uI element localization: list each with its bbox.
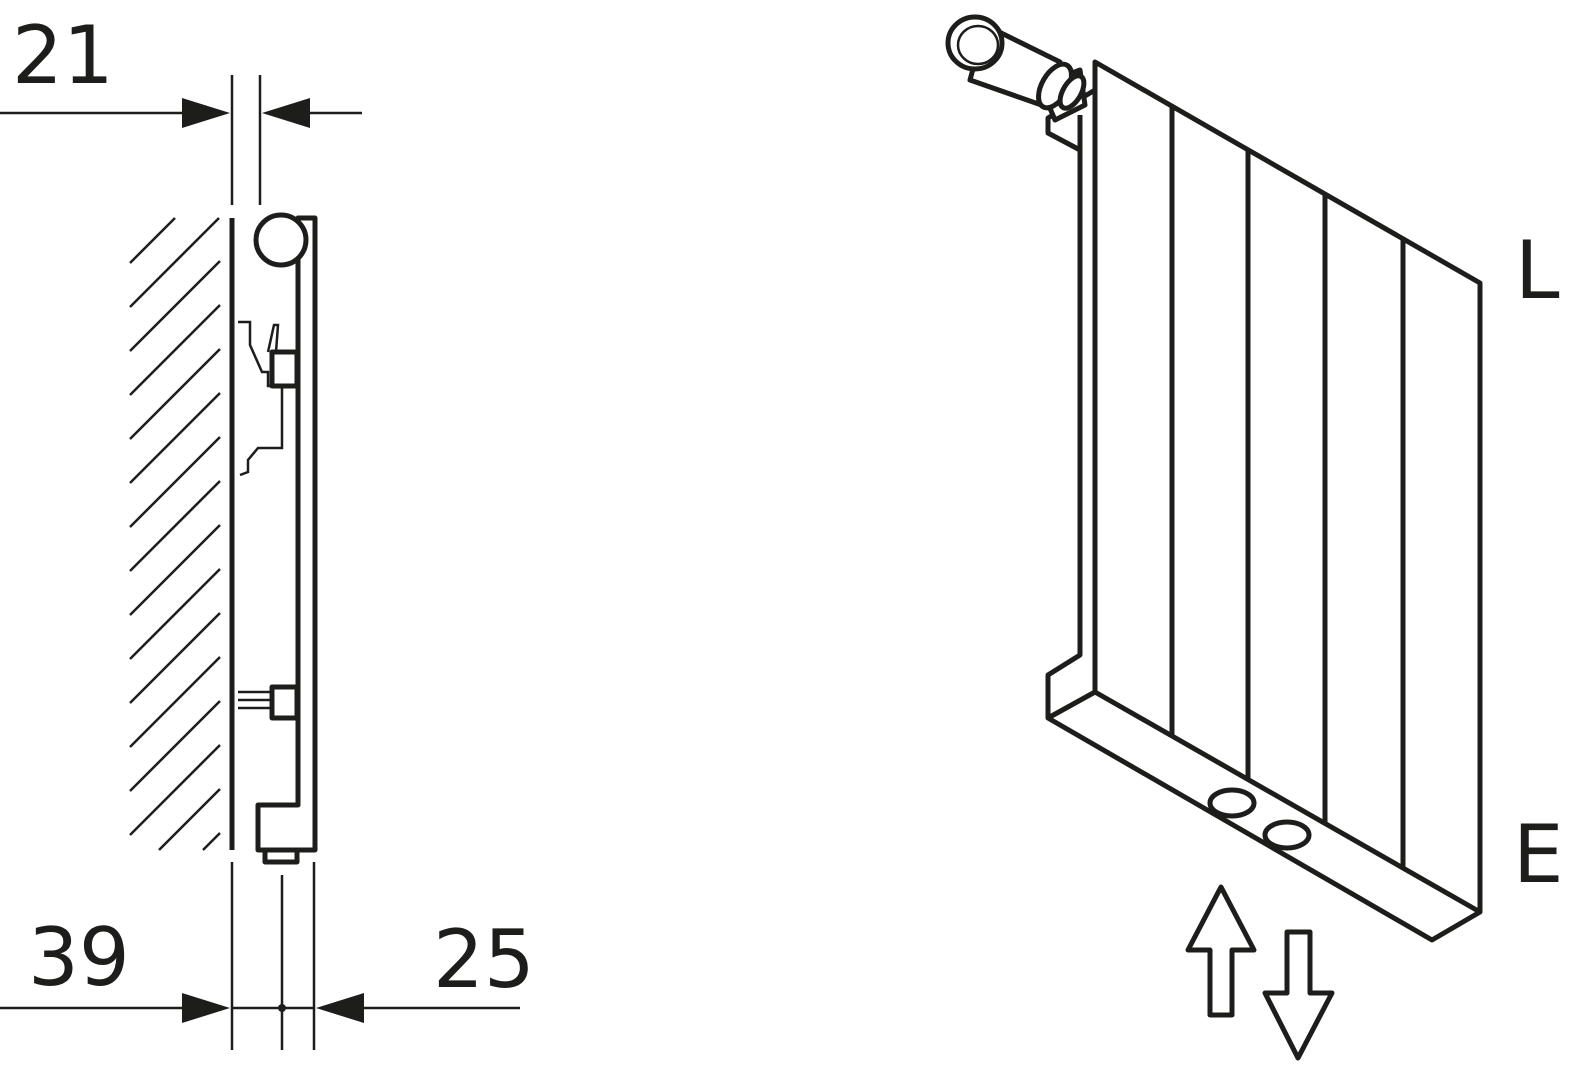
hatch-line bbox=[129, 744, 221, 836]
arrow-right-icon bbox=[182, 98, 230, 128]
pipe-circle bbox=[253, 212, 309, 268]
front-panel bbox=[1092, 59, 1483, 915]
bracket-bottom bbox=[269, 684, 300, 721]
hatch-line bbox=[129, 568, 221, 660]
hatch-line bbox=[158, 788, 221, 851]
arrow-down-icon bbox=[1262, 929, 1335, 1061]
hatch-line bbox=[129, 656, 221, 748]
dimension-label-39: 39 bbox=[28, 911, 130, 1004]
arrow-up-icon bbox=[1185, 884, 1257, 1018]
hatch-line bbox=[202, 832, 221, 851]
hatch-line bbox=[129, 524, 221, 616]
iso-view: L E bbox=[945, 14, 1564, 1061]
panel-dividers bbox=[1169, 106, 1406, 869]
hatch-line bbox=[129, 217, 176, 264]
dimension-label-21: 21 bbox=[12, 9, 114, 102]
side-view: 21 bbox=[0, 9, 535, 1050]
radiator-profile bbox=[238, 212, 318, 865]
hatch-line bbox=[129, 480, 221, 572]
hatch-line bbox=[129, 612, 221, 704]
hatch-line bbox=[129, 436, 221, 528]
connection-hole bbox=[1207, 787, 1257, 819]
dimension-label-25: 25 bbox=[433, 913, 535, 1006]
hatch-line bbox=[129, 392, 221, 484]
hatch-line bbox=[129, 348, 221, 440]
hatch-line bbox=[129, 260, 221, 352]
arrow-right-icon bbox=[182, 993, 230, 1023]
hatch-line bbox=[129, 217, 220, 308]
hatch-line bbox=[129, 700, 221, 792]
connection-label: E bbox=[1513, 808, 1564, 901]
valve bbox=[945, 14, 1088, 123]
length-label: L bbox=[1515, 224, 1560, 317]
hatch-line bbox=[129, 304, 221, 396]
bracket-top bbox=[269, 349, 300, 389]
dimension-39-25: 39 25 bbox=[0, 862, 535, 1050]
wall-hatching bbox=[129, 217, 221, 851]
connection-hole bbox=[1262, 819, 1312, 851]
arrow-left-icon bbox=[316, 993, 364, 1023]
dimension-21: 21 bbox=[0, 9, 362, 205]
arrow-left-icon bbox=[262, 98, 310, 128]
